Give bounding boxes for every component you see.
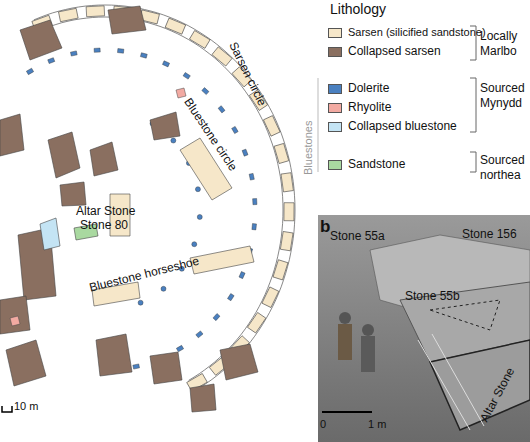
stone <box>274 143 289 163</box>
label: Altar Stone <box>76 205 135 218</box>
stone <box>218 106 225 113</box>
legend-text: Rhyolite <box>348 101 391 114</box>
legend-text: Sarsen (silicified sandstone) <box>348 26 486 38</box>
stone <box>183 73 190 80</box>
label: Locally <box>480 30 517 43</box>
stone <box>280 231 293 250</box>
legend-swatch <box>328 122 342 132</box>
stone <box>227 294 234 301</box>
label: Marlbo <box>480 45 517 58</box>
stone <box>133 364 140 369</box>
legend-swatch <box>328 103 342 113</box>
stone <box>192 242 197 247</box>
stone <box>86 6 104 17</box>
label: 10 m <box>14 400 38 412</box>
legend-swatch <box>328 84 342 94</box>
stone <box>247 312 265 332</box>
stone <box>171 138 176 143</box>
stone <box>249 173 254 180</box>
stone <box>202 88 209 95</box>
stone <box>161 286 166 291</box>
stone <box>38 17 283 380</box>
stone <box>48 58 55 64</box>
stone <box>232 126 238 133</box>
label: Stone 55a <box>330 230 385 243</box>
stone <box>117 49 123 54</box>
label: Stone 55b <box>405 290 460 303</box>
stone <box>176 345 183 351</box>
label: Bluestone horseshoe <box>88 255 201 295</box>
stone <box>26 68 33 74</box>
label: 1 m <box>368 418 386 430</box>
stone <box>263 116 280 137</box>
label: b <box>320 218 330 237</box>
stone <box>239 272 245 279</box>
stone <box>138 300 143 305</box>
stone <box>273 260 288 280</box>
label: Bluestones <box>302 121 314 175</box>
stone <box>59 8 79 21</box>
stone <box>195 187 200 192</box>
photo <box>318 215 530 442</box>
stone <box>262 287 279 308</box>
legend-text: Collapsed sarsen <box>348 45 441 58</box>
legend-text: Dolerite <box>348 82 389 95</box>
label: Sourced <box>480 82 525 95</box>
legend-swatch <box>328 160 342 170</box>
label: 0 <box>320 418 326 430</box>
legend-text: Collapsed bluestone <box>348 120 457 133</box>
label: Lithology <box>330 2 386 17</box>
stone <box>94 48 100 52</box>
label: Stone 80 <box>80 219 128 232</box>
stone <box>196 331 203 338</box>
stone <box>213 313 220 320</box>
stone <box>70 51 77 56</box>
stone <box>189 31 210 49</box>
stone <box>242 149 248 156</box>
legend-text: Sandstone <box>348 158 405 171</box>
label: Sourced <box>480 154 525 167</box>
legend-swatch <box>328 28 342 38</box>
stone <box>284 203 294 221</box>
label: northea <box>480 169 521 182</box>
stone <box>252 224 257 230</box>
stone <box>197 214 202 219</box>
stone <box>253 199 257 205</box>
label: Stone 156 <box>462 228 517 241</box>
label: Mynydd <box>480 97 522 110</box>
stone <box>162 61 169 67</box>
stone <box>165 18 185 34</box>
stone <box>281 173 293 192</box>
stone <box>34 5 295 391</box>
legend-swatch <box>328 47 342 57</box>
stone <box>140 53 147 58</box>
